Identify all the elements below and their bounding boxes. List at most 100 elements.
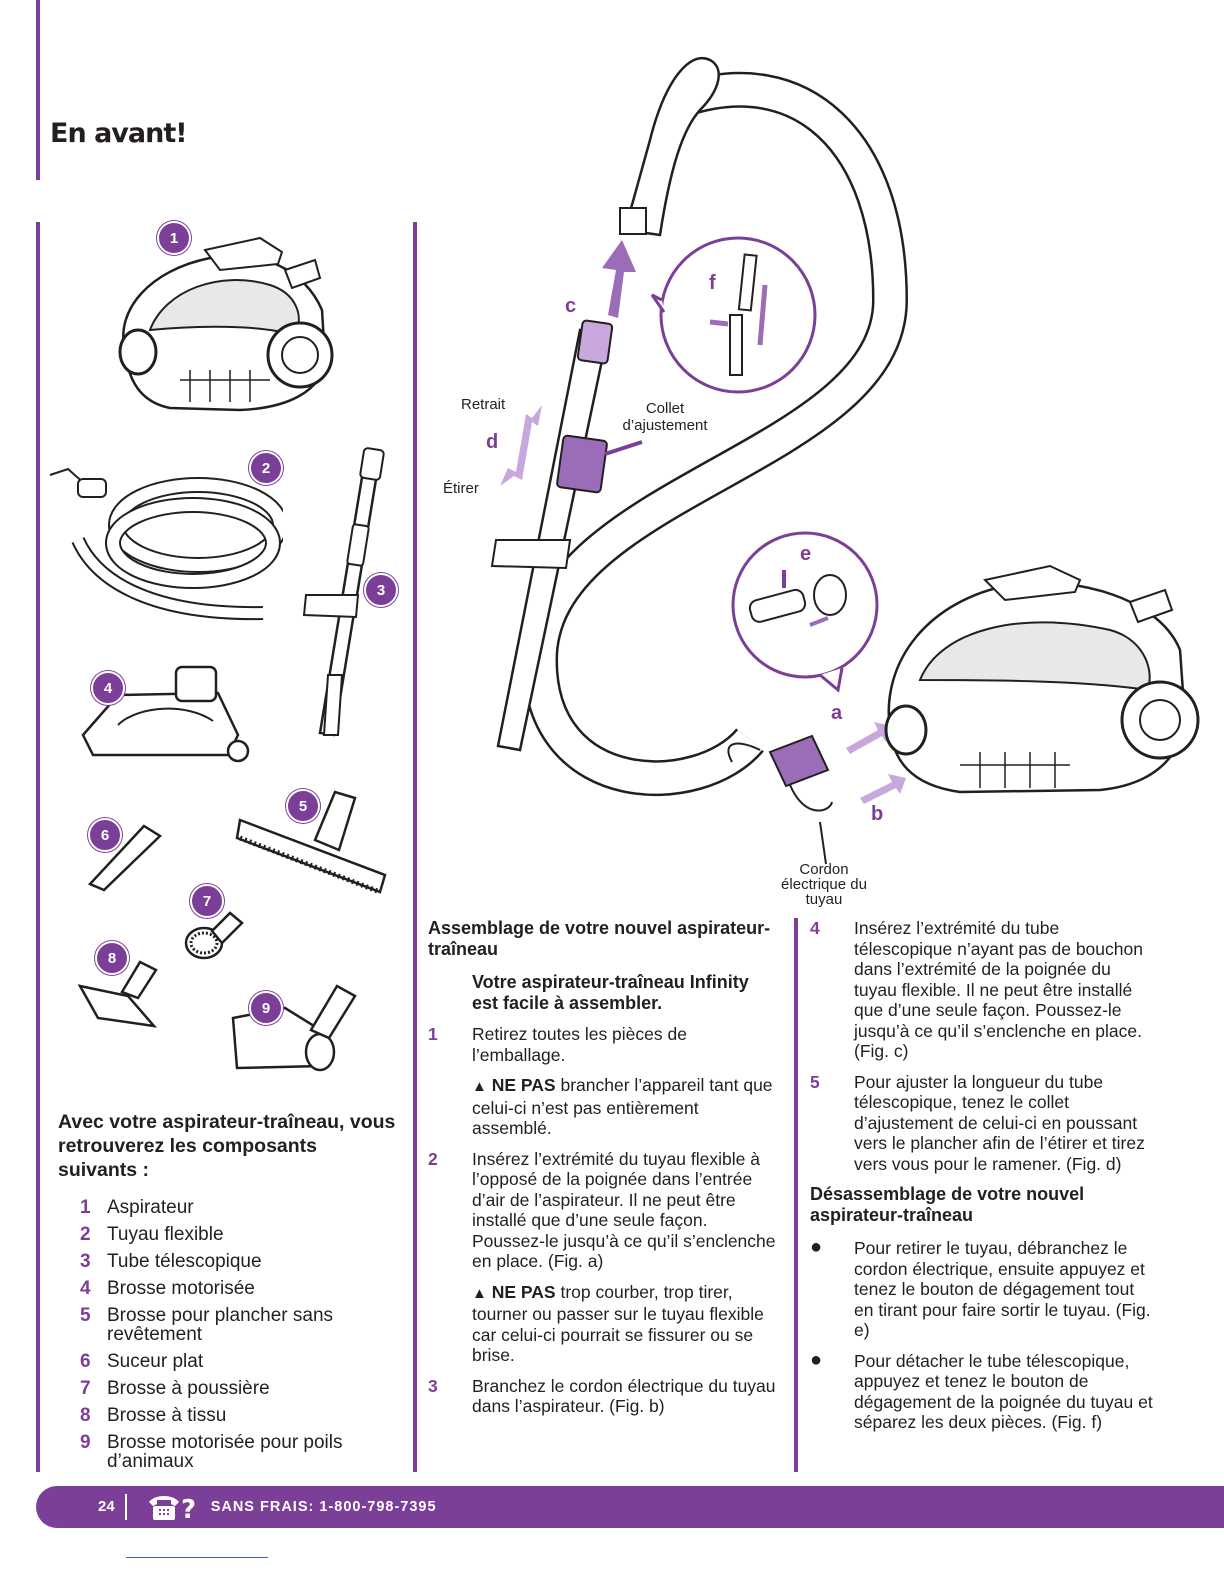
warning-note: ▲ NE PAS brancher l’appareil tant que ce… <box>472 1075 778 1139</box>
part-badge-5: 5 <box>286 789 320 823</box>
item-number: 2 <box>80 1224 91 1245</box>
item-number: 6 <box>80 1351 91 1372</box>
step-number: 3 <box>428 1375 438 1396</box>
fig-label-b: b <box>871 803 884 825</box>
part-badge-4: 4 <box>91 671 125 705</box>
fig-label-c: c <box>565 295 577 317</box>
item-number: 5 <box>80 1305 91 1326</box>
item-label: Tuyau flexible <box>107 1224 224 1245</box>
components-heading: Avec votre aspirateur-traîneau, vous ret… <box>58 1111 396 1181</box>
bullet-dot: ● <box>810 1348 823 1371</box>
assembly-step: 4 Insérez l’extrémité du tube télescopiq… <box>810 918 1155 1062</box>
step-text: Pour ajuster la longueur du tube télesco… <box>854 1071 1145 1174</box>
callout-cordon-line-3: tuyau <box>805 891 843 908</box>
list-item: 3 Tube télescopique <box>80 1252 410 1271</box>
bullet-text: Pour retirer le tuyau, débranchez le cor… <box>854 1238 1151 1340</box>
step-number: 4 <box>810 918 820 938</box>
callout-collet-line-1: Collet <box>645 400 685 417</box>
telescopic-tube-illustration <box>302 447 385 737</box>
disassembly-bullet: ● Pour retirer le tuyau, débranchez le c… <box>810 1237 1155 1341</box>
hard-floor-brush-illustration <box>235 790 387 895</box>
column-2-rule <box>413 222 417 1472</box>
disassembly-title: Désassemblage de votre nouvel aspirateur… <box>810 1184 1085 1225</box>
callout-cordon-line-1: Cordon <box>799 861 849 878</box>
fig-label-e: e <box>800 543 812 565</box>
page-title: En avant! <box>50 118 188 149</box>
item-label: Aspirateur <box>107 1197 194 1218</box>
item-label: Brosse motorisée pour poils d’animaux <box>107 1432 343 1472</box>
fig-label-a: a <box>831 702 843 724</box>
assembly-step: 2 Insérez l’extrémité du tuyau flexible … <box>428 1149 778 1272</box>
item-label: Brosse à poussière <box>107 1378 270 1399</box>
fig-label-d: d <box>486 431 499 453</box>
assembly-title: Assemblage de votre nouvel aspirateur-tr… <box>428 918 771 959</box>
crevice-tool-illustration <box>87 824 163 892</box>
list-item: 4 Brosse motorisée <box>80 1279 410 1298</box>
warning-note: ▲ NE PAS trop courber, trop tirer, tourn… <box>472 1282 778 1366</box>
footer-underline <box>126 1557 268 1558</box>
item-label: Brosse à tissu <box>107 1405 227 1426</box>
callout-etirer: Étirer <box>443 480 479 497</box>
part-badge-3: 3 <box>364 573 398 607</box>
item-label: Suceur plat <box>107 1351 204 1372</box>
assembly-diagram <box>490 57 1200 865</box>
svg-text:?: ? <box>181 1495 196 1522</box>
power-nozzle-illustration <box>81 665 250 763</box>
page-footer: 24 ? SANS FRAIS: 1-800-798-7395 <box>36 1486 1224 1528</box>
item-label: Brosse pour plancher sans revêtement <box>107 1305 334 1345</box>
column-1-rule <box>36 222 40 1472</box>
disassembly-bullet: ● Pour détacher le tube télescopique, ap… <box>810 1348 1155 1433</box>
part-badge-2: 2 <box>249 451 283 485</box>
part-badge-6: 6 <box>88 818 122 852</box>
item-number: 9 <box>80 1432 91 1453</box>
column-3-rule <box>794 918 798 1472</box>
upholstery-tool-illustration <box>78 960 158 1028</box>
callout-cordon: Cordon électrique du tuyau <box>772 862 876 907</box>
step-number: 5 <box>810 1071 820 1092</box>
step-number: 1 <box>428 1024 438 1044</box>
part-badge-8: 8 <box>95 941 129 975</box>
assembly-intro: Votre aspirateur-traîneau Infinity est f… <box>472 972 749 1013</box>
part-badge-9: 9 <box>249 991 283 1025</box>
list-item: 9 Brosse motorisée pour poils d’animaux <box>80 1433 410 1471</box>
hose-illustration <box>49 467 283 621</box>
item-label: Brosse motorisée <box>107 1278 255 1299</box>
bullet-text: Pour détacher le tube télescopique, appu… <box>854 1350 1153 1433</box>
assembly-step: 5 Pour ajuster la longueur du tube téles… <box>810 1072 1155 1175</box>
page-number: 24 <box>98 1494 127 1520</box>
warning-bold: NE PAS <box>491 1075 556 1095</box>
warning-bold: NE PAS <box>491 1281 556 1302</box>
list-item: 6 Suceur plat <box>80 1352 410 1371</box>
list-item: 5 Brosse pour plancher sans revêtement <box>80 1306 410 1344</box>
assembly-step: 3 Branchez le cordon électrique du tuyau… <box>428 1376 778 1417</box>
item-number: 7 <box>80 1378 91 1399</box>
pet-turbo-brush-illustration <box>231 984 357 1072</box>
step-number: 2 <box>428 1148 438 1169</box>
warning-text: brancher l’appareil tant que celui-ci n’… <box>472 1075 773 1138</box>
phone-help-icon: ? <box>147 1492 197 1522</box>
callout-cordon-line-2: électrique du <box>781 876 867 893</box>
top-left-rule <box>36 0 40 180</box>
step-text: Retirez toutes les pièces de l’emballage… <box>472 1024 687 1065</box>
warning-icon: ▲ <box>472 1284 487 1302</box>
assembly-step: 1 Retirez toutes les pièces de l’emballa… <box>428 1024 778 1065</box>
callout-collet-line-2: d’ajustement <box>622 417 708 434</box>
item-number: 4 <box>80 1278 91 1299</box>
item-number: 3 <box>80 1251 91 1272</box>
item-label: Tube télescopique <box>107 1251 262 1272</box>
assembly-continued-section: 4 Insérez l’extrémité du tube télescopiq… <box>810 918 1155 1443</box>
dusting-brush-illustration <box>184 911 244 960</box>
list-item: 2 Tuyau flexible <box>80 1225 410 1244</box>
part-badge-7: 7 <box>190 884 224 918</box>
step-text: Insérez l’extrémité du tuyau flexible à … <box>472 1148 776 1272</box>
list-item: 7 Brosse à poussière <box>80 1379 410 1398</box>
vacuum-illustration <box>118 236 334 412</box>
tollfree-number: SANS FRAIS: 1-800-798-7395 <box>210 1499 437 1515</box>
part-badge-1: 1 <box>157 221 191 255</box>
warning-text: trop courber, trop tirer, tourner ou pas… <box>472 1281 764 1366</box>
fig-label-f: f <box>709 272 716 294</box>
step-text: Insérez l’extrémité du tube télescopique… <box>854 918 1143 1061</box>
